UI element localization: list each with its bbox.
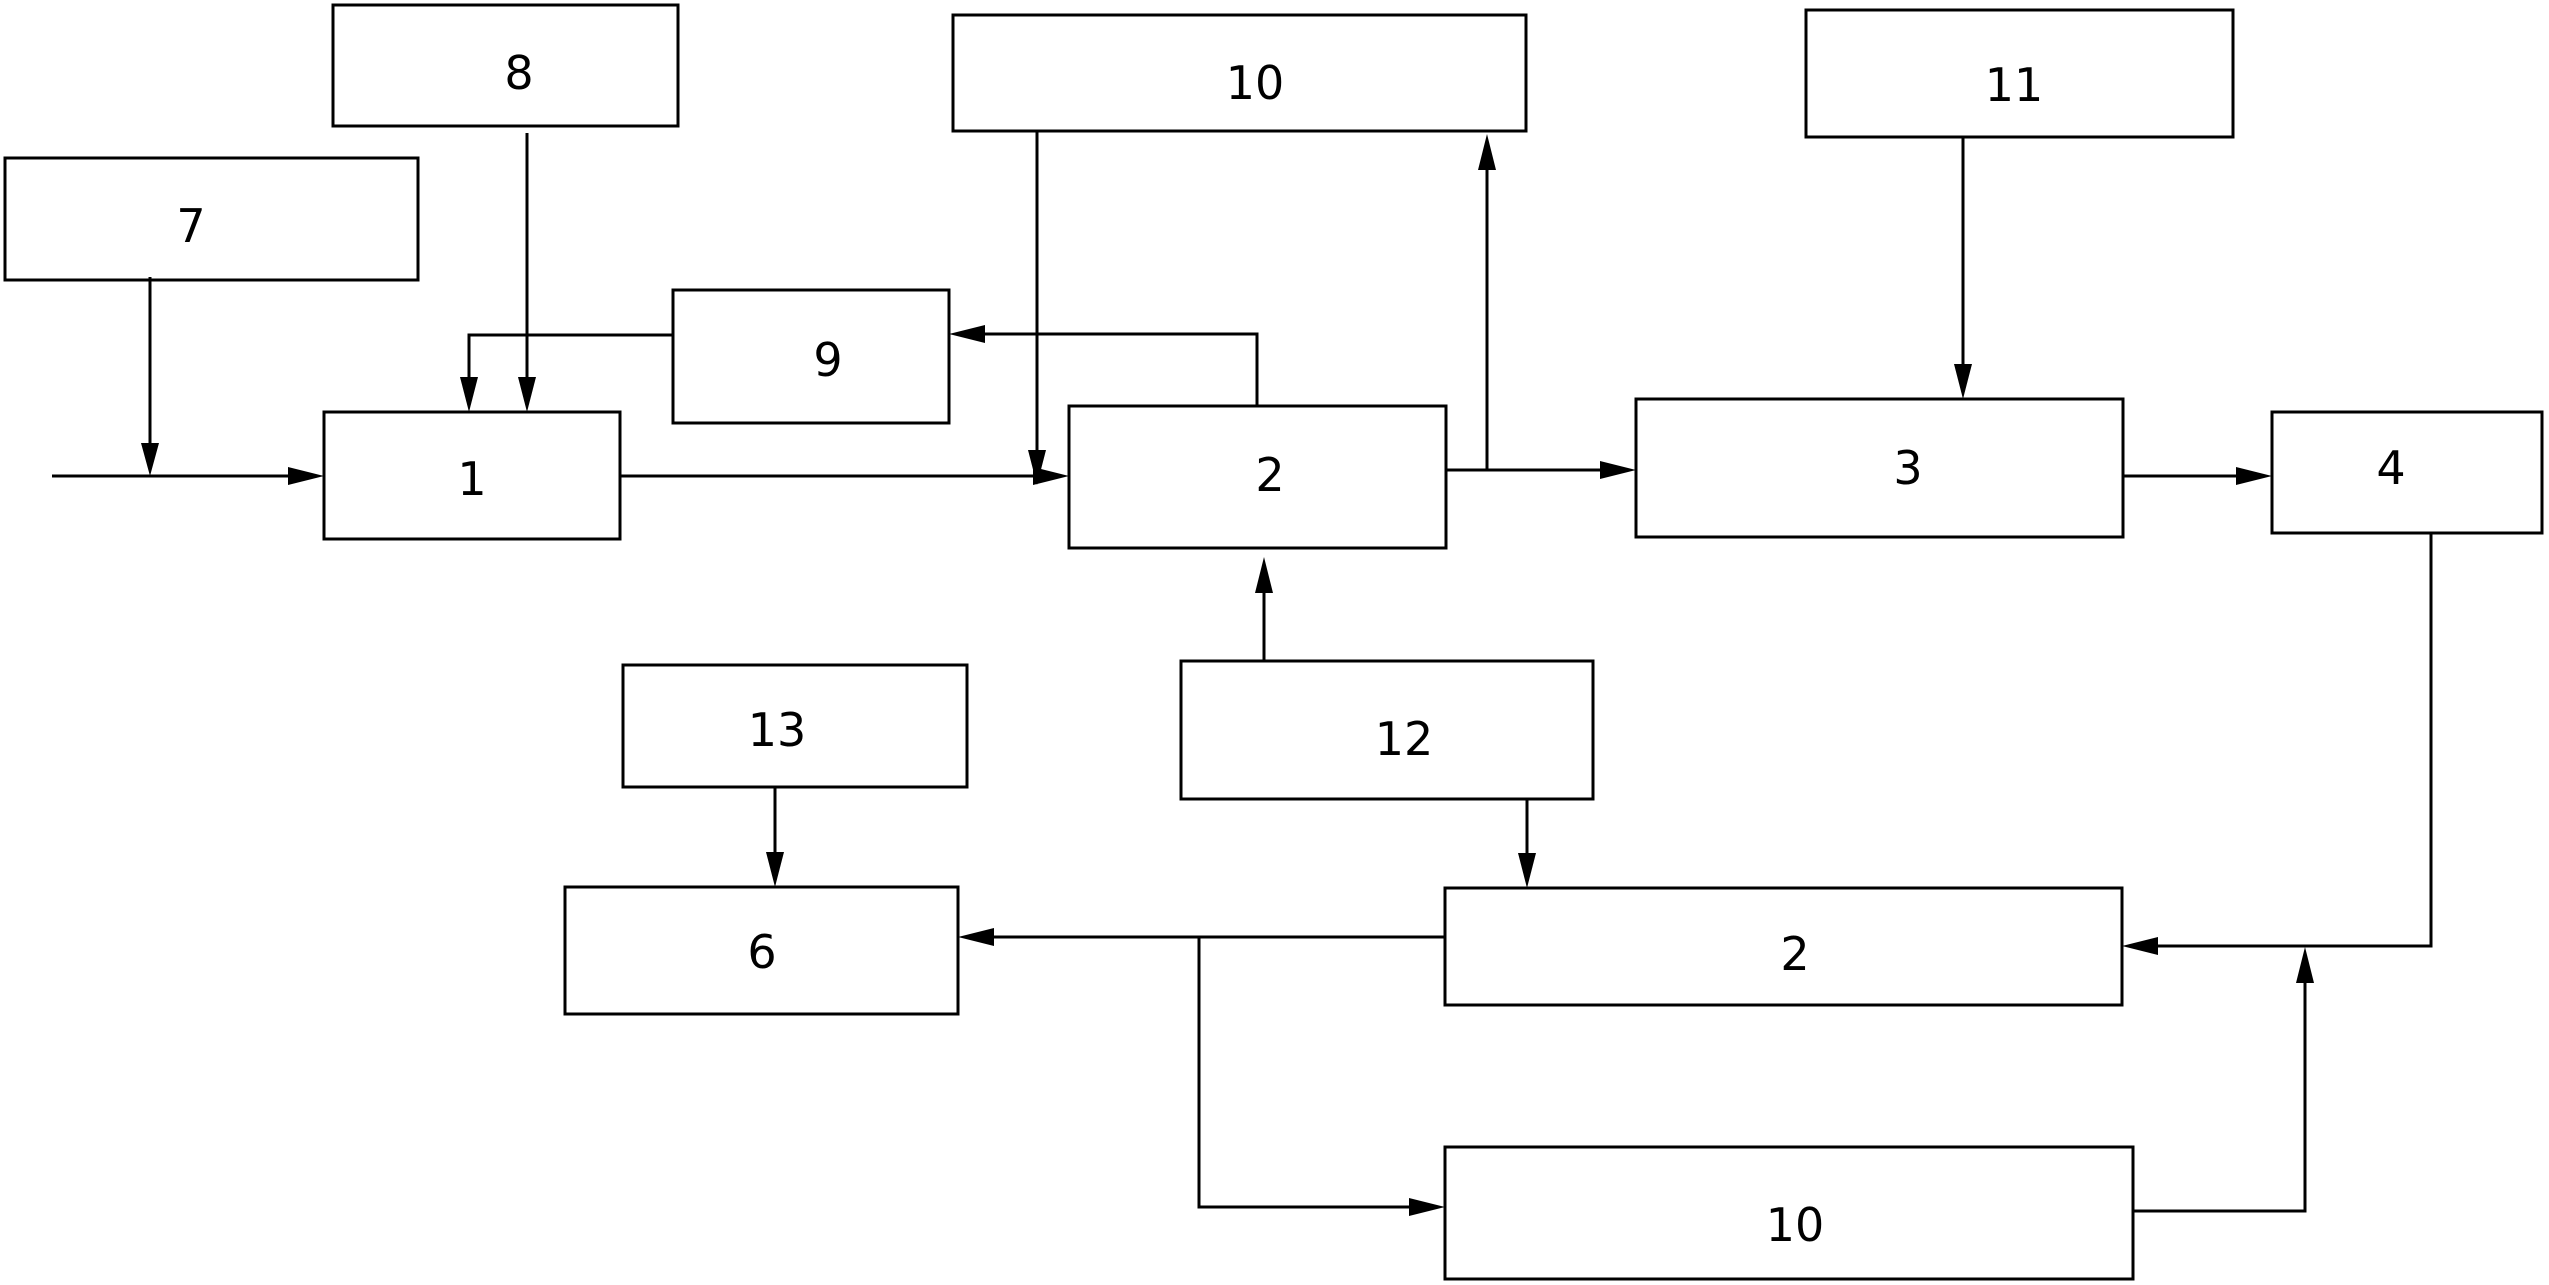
3-to-4-arrow	[2123, 467, 2272, 485]
7-to-input-arrow	[141, 277, 159, 476]
8-to-1-arrow	[518, 133, 536, 412]
input-to-1-arrow	[52, 467, 324, 485]
box-6-label: 6	[747, 925, 776, 979]
12-to-2-bottom-arrow	[1518, 799, 1536, 888]
box-4: 4	[2270, 410, 2544, 535]
1-to-2-arrow	[620, 467, 1069, 485]
box-2-top-label: 2	[1255, 448, 1284, 502]
box-7: 7	[3, 156, 420, 282]
2-bottom-to-10-bottom-arrow	[1197, 937, 1445, 1216]
box-3-label: 3	[1893, 441, 1922, 495]
4-to-2-bottom-arrow	[2122, 533, 2433, 955]
box-1: 1	[322, 410, 622, 541]
box-4-label: 4	[2376, 441, 2405, 495]
box-10-top: 10	[951, 13, 1528, 133]
2-to-10-arrow	[1478, 134, 1496, 470]
box-3: 3	[1634, 397, 2125, 539]
box-11-label: 11	[1985, 58, 2044, 112]
box-9: 9	[671, 288, 951, 425]
box-13: 13	[621, 663, 969, 789]
box-1-label: 1	[457, 452, 486, 506]
9-to-1-arrow	[460, 333, 673, 412]
box-2-bottom: 2	[1443, 886, 2124, 1007]
box-7-label: 7	[176, 199, 205, 253]
box-10-bottom: 10	[1443, 1145, 2135, 1281]
box-2-bottom-label: 2	[1780, 927, 1809, 981]
box-10-bottom-label: 10	[1766, 1198, 1825, 1252]
10-to-2-arrow	[1028, 131, 1046, 485]
2-to-3-arrow	[1446, 461, 1636, 479]
box-13-label: 13	[748, 703, 807, 757]
2-bottom-to-6-arrow	[958, 928, 1445, 946]
box-6: 6	[563, 885, 960, 1016]
box-12: 12	[1179, 659, 1595, 801]
13-to-6-arrow	[766, 787, 784, 887]
2-to-9-arrow	[949, 325, 1259, 406]
11-to-3-arrow	[1954, 137, 1972, 399]
10-bottom-to-junction-arrow	[2133, 947, 2314, 1213]
box-8: 8	[331, 3, 680, 128]
12-to-2-top-arrow	[1255, 557, 1273, 661]
box-12-label: 12	[1375, 712, 1434, 766]
box-8-label: 8	[504, 46, 533, 100]
box-9-label: 9	[813, 333, 842, 387]
box-11: 11	[1804, 8, 2235, 139]
box-2-top: 2	[1067, 404, 1448, 550]
box-10-top-label: 10	[1226, 56, 1285, 110]
